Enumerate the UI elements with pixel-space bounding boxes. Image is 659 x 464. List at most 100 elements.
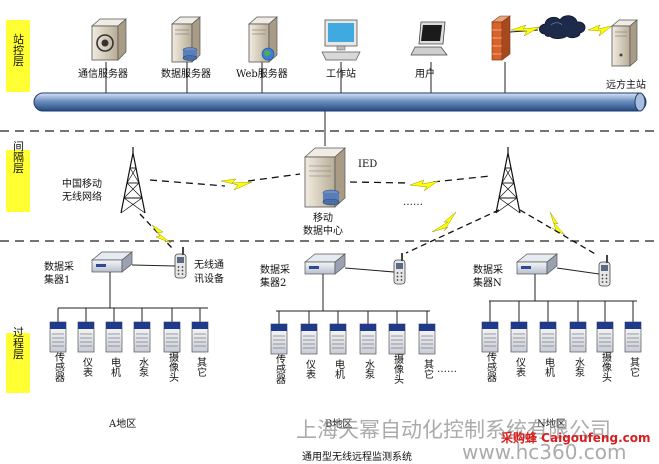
meter-device-icon	[77, 321, 95, 353]
layer-label-station-text: 站控层	[12, 32, 25, 67]
data-server-icon	[171, 16, 201, 63]
meter-device-icon	[300, 323, 318, 355]
meter-device-icon	[510, 321, 528, 353]
other-device-icon	[191, 321, 209, 353]
mobile-center-label-2: 数据中心	[303, 224, 343, 237]
laptop-icon	[410, 21, 448, 56]
device-label-meter: 仪表	[81, 357, 93, 378]
area-n-label: N地区	[537, 417, 566, 430]
device-label-camera: 摄像头	[600, 351, 612, 383]
wireless-device-n-icon	[598, 254, 611, 287]
firewall-icon	[491, 15, 511, 61]
pump-device-icon	[569, 321, 587, 353]
comm-server-label: 通信服务器	[78, 67, 128, 80]
motor-device-icon	[539, 321, 557, 353]
workstation-label: 工作站	[326, 67, 356, 80]
web-server-label: Web服务器	[236, 67, 288, 80]
data-collector-n-icon	[516, 253, 558, 275]
wireless-links	[149, 173, 491, 187]
lightning-icon	[549, 211, 566, 236]
device-label-other: 其它	[195, 357, 207, 377]
watermark-badge-text: 采购蜂 Caigoufeng.com	[500, 430, 651, 445]
lightning-icon	[151, 224, 172, 244]
ethernet-bus	[33, 92, 647, 112]
device-label-motor: 电机	[543, 356, 555, 378]
layer-label-interval-text: 间隔层	[12, 140, 25, 174]
internet-cloud-icon	[538, 15, 586, 40]
sensor-device-icon	[270, 323, 288, 355]
device-label-sensor: 传感器	[274, 354, 286, 385]
china-mobile-label-1: 中国移动	[62, 177, 102, 190]
china-mobile-label-2: 无线网络	[62, 190, 102, 203]
wireless-device-2-icon	[393, 252, 406, 285]
lightning-icon	[587, 24, 613, 37]
lightning-icon	[431, 211, 457, 233]
layer-label-interval: 间隔层	[6, 140, 30, 212]
remote-host-label: 远方主站	[606, 78, 646, 91]
ied-label: IED	[358, 159, 377, 170]
area-b-label: B地区	[325, 417, 352, 430]
collector-1-label-1: 数据采	[44, 260, 74, 273]
field-devices-area-a	[49, 321, 209, 353]
device-bus-tree	[57, 272, 637, 324]
diagram-caption: 通用型无线远程监测系统	[302, 450, 412, 463]
other-device-icon	[624, 321, 642, 353]
device-label-meter: 仪表	[514, 357, 526, 378]
data-collector-2-icon	[304, 253, 346, 275]
device-label-motor: 电机	[333, 358, 345, 380]
device-label-sensor: 传感器	[53, 352, 65, 383]
lightning-icon	[409, 179, 439, 192]
cell-tower-icon-right	[495, 146, 521, 214]
web-server-icon	[248, 16, 278, 63]
watermark-site-text: www.hc360.com	[462, 440, 627, 464]
device-label-meter: 仪表	[304, 359, 316, 380]
process-ellipsis: ……	[437, 364, 457, 375]
station-connectors	[105, 62, 506, 146]
device-label-pump: 水泵	[137, 357, 149, 377]
field-devices-area-n	[481, 321, 642, 353]
camera-device-icon	[388, 323, 406, 355]
data-collector-1-icon	[91, 251, 133, 273]
device-labels-area-b: 传感器 仪表 电机 水泵 摄像头 其它	[274, 353, 434, 385]
ied-server-icon	[304, 147, 346, 208]
comm-server-icon	[91, 18, 127, 61]
motor-device-icon	[329, 323, 347, 355]
mobile-center-label-1: 移动	[313, 211, 333, 224]
area-a-label: A地区	[108, 417, 136, 430]
field-devices-area-b	[270, 323, 436, 355]
motor-device-icon	[105, 321, 123, 353]
collector-1-label-2: 集器1	[44, 273, 70, 286]
tower-phone-links	[139, 209, 598, 256]
device-label-sensor: 传感器	[485, 352, 497, 383]
wireless-device-label-2: 讯设备	[194, 272, 224, 285]
device-label-pump: 水泵	[363, 359, 375, 379]
collector-n-label-2: 集器N	[473, 276, 502, 289]
device-label-motor: 电机	[109, 356, 121, 378]
wireless-device-label-1: 无线通	[194, 258, 224, 271]
device-label-camera: 摄像头	[392, 353, 404, 385]
workstation-icon	[321, 19, 361, 61]
device-labels-area-n: 传感器 仪表 电机 水泵 摄像头 其它	[485, 351, 640, 383]
layer-label-process: 过程层	[6, 326, 30, 393]
sensor-device-icon	[481, 321, 499, 353]
pump-device-icon	[133, 321, 151, 353]
layer-label-station: 站控层	[6, 20, 30, 92]
lightning-icon	[220, 178, 253, 191]
collector-n-label-1: 数据采	[473, 263, 503, 276]
sensor-device-icon	[49, 321, 67, 353]
collector-phone-links	[131, 264, 600, 275]
wireless-device-1-icon	[174, 246, 187, 279]
device-label-camera: 摄像头	[167, 351, 179, 383]
device-labels-area-a: 传感器 仪表 电机 水泵 摄像头 其它	[53, 351, 207, 383]
data-server-label: 数据服务器	[161, 67, 211, 80]
collector-2-label-2: 集器2	[260, 276, 286, 289]
cell-tower-icon-left	[120, 146, 146, 214]
camera-device-icon	[163, 321, 181, 353]
collector-2-label-1: 数据采	[260, 263, 290, 276]
user-label: 用户	[415, 67, 435, 80]
device-label-pump: 水泵	[573, 357, 585, 377]
layer-label-process-text: 过程层	[12, 326, 25, 360]
camera-device-icon	[596, 321, 614, 353]
remote-host-icon	[611, 19, 638, 67]
